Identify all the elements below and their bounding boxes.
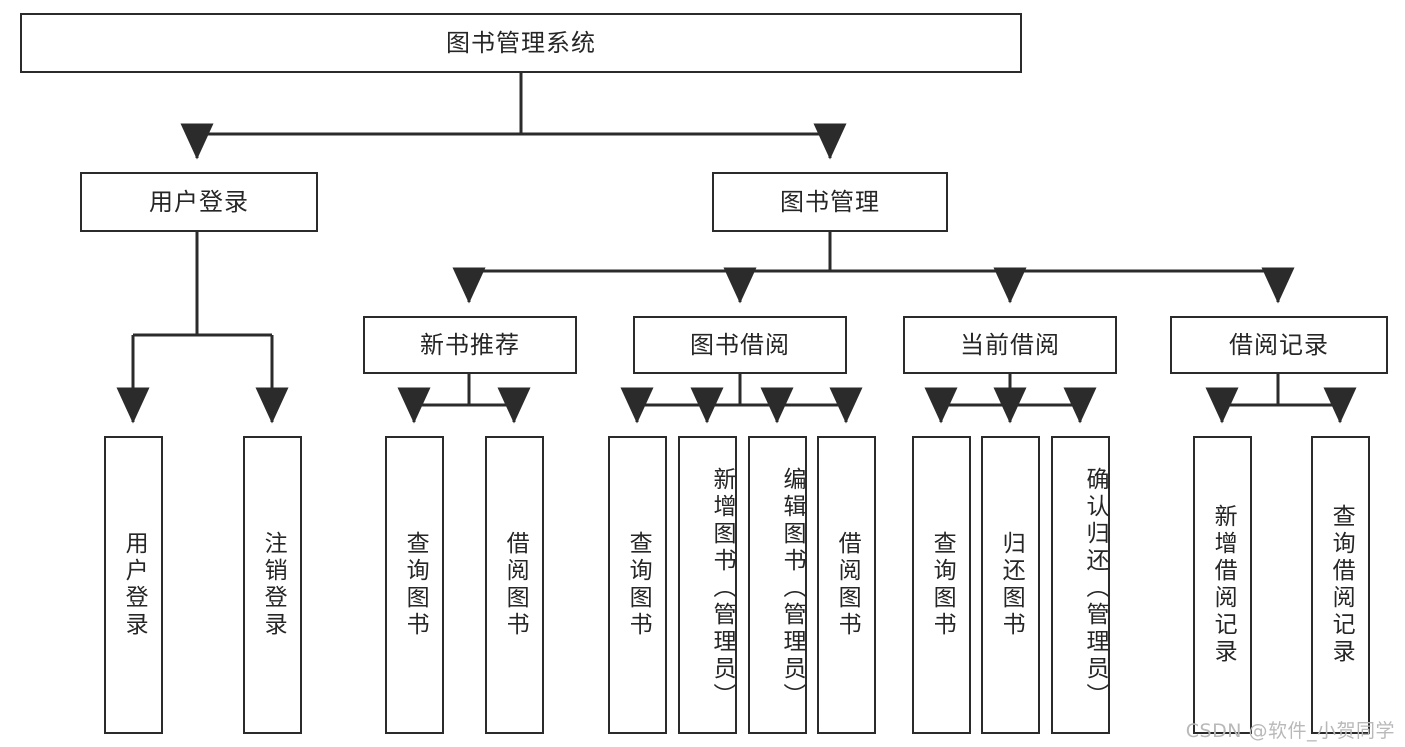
node-book-borrow[interactable]: 图书借阅 bbox=[633, 316, 847, 374]
node-new-book-recommend[interactable]: 新书推荐 bbox=[363, 316, 577, 374]
node-root-book-management-system[interactable]: 图书管理系统 bbox=[20, 13, 1022, 73]
node-label: 借阅记录 bbox=[1229, 330, 1329, 359]
node-label: 查询图书 bbox=[929, 531, 956, 639]
node-leaf-current-return-book[interactable]: 归还图书 bbox=[981, 436, 1040, 734]
node-label: 图书借阅 bbox=[690, 330, 790, 359]
node-label: 确认归还（管理员） bbox=[1082, 466, 1108, 710]
node-label: 用户登录 bbox=[149, 187, 249, 216]
node-leaf-recommend-borrow-book[interactable]: 借阅图书 bbox=[485, 436, 544, 734]
node-label: 编辑图书（管理员） bbox=[779, 466, 805, 710]
node-leaf-borrow-borrow-book[interactable]: 借阅图书 bbox=[817, 436, 876, 734]
node-label: 查询图书 bbox=[402, 531, 429, 639]
node-leaf-borrow-add-book-admin[interactable]: 新增图书（管理员） bbox=[678, 436, 737, 734]
node-leaf-current-confirm-return-admin[interactable]: 确认归还（管理员） bbox=[1051, 436, 1110, 734]
node-current-borrow[interactable]: 当前借阅 bbox=[903, 316, 1117, 374]
node-label: 归还图书 bbox=[998, 531, 1025, 639]
node-label: 用户登录 bbox=[121, 531, 148, 639]
node-leaf-user-login-signin[interactable]: 用户登录 bbox=[104, 436, 163, 734]
node-label: 注销登录 bbox=[260, 531, 287, 639]
node-label: 借阅图书 bbox=[502, 531, 529, 639]
node-label: 图书管理系统 bbox=[446, 28, 596, 57]
node-borrow-record[interactable]: 借阅记录 bbox=[1170, 316, 1388, 374]
csdn-watermark: CSDN @软件_小贺同学 bbox=[1185, 720, 1395, 742]
node-leaf-current-query-book[interactable]: 查询图书 bbox=[912, 436, 971, 734]
node-label: 新书推荐 bbox=[420, 330, 520, 359]
node-label: 当前借阅 bbox=[960, 330, 1060, 359]
node-leaf-user-login-signout[interactable]: 注销登录 bbox=[243, 436, 302, 734]
node-label: 查询图书 bbox=[625, 531, 652, 639]
node-label: 图书管理 bbox=[780, 187, 880, 216]
node-leaf-record-query-record[interactable]: 查询借阅记录 bbox=[1311, 436, 1370, 734]
node-book-management[interactable]: 图书管理 bbox=[712, 172, 948, 232]
node-label: 借阅图书 bbox=[834, 531, 861, 639]
node-label: 新增图书（管理员） bbox=[709, 466, 735, 710]
node-leaf-record-add-record[interactable]: 新增借阅记录 bbox=[1193, 436, 1252, 734]
node-user-login[interactable]: 用户登录 bbox=[80, 172, 318, 232]
node-leaf-recommend-query-book[interactable]: 查询图书 bbox=[385, 436, 444, 734]
node-leaf-borrow-edit-book-admin[interactable]: 编辑图书（管理员） bbox=[748, 436, 807, 734]
node-leaf-borrow-query-book[interactable]: 查询图书 bbox=[608, 436, 667, 734]
node-label: 新增借阅记录 bbox=[1210, 504, 1237, 666]
node-label: 查询借阅记录 bbox=[1328, 504, 1355, 666]
